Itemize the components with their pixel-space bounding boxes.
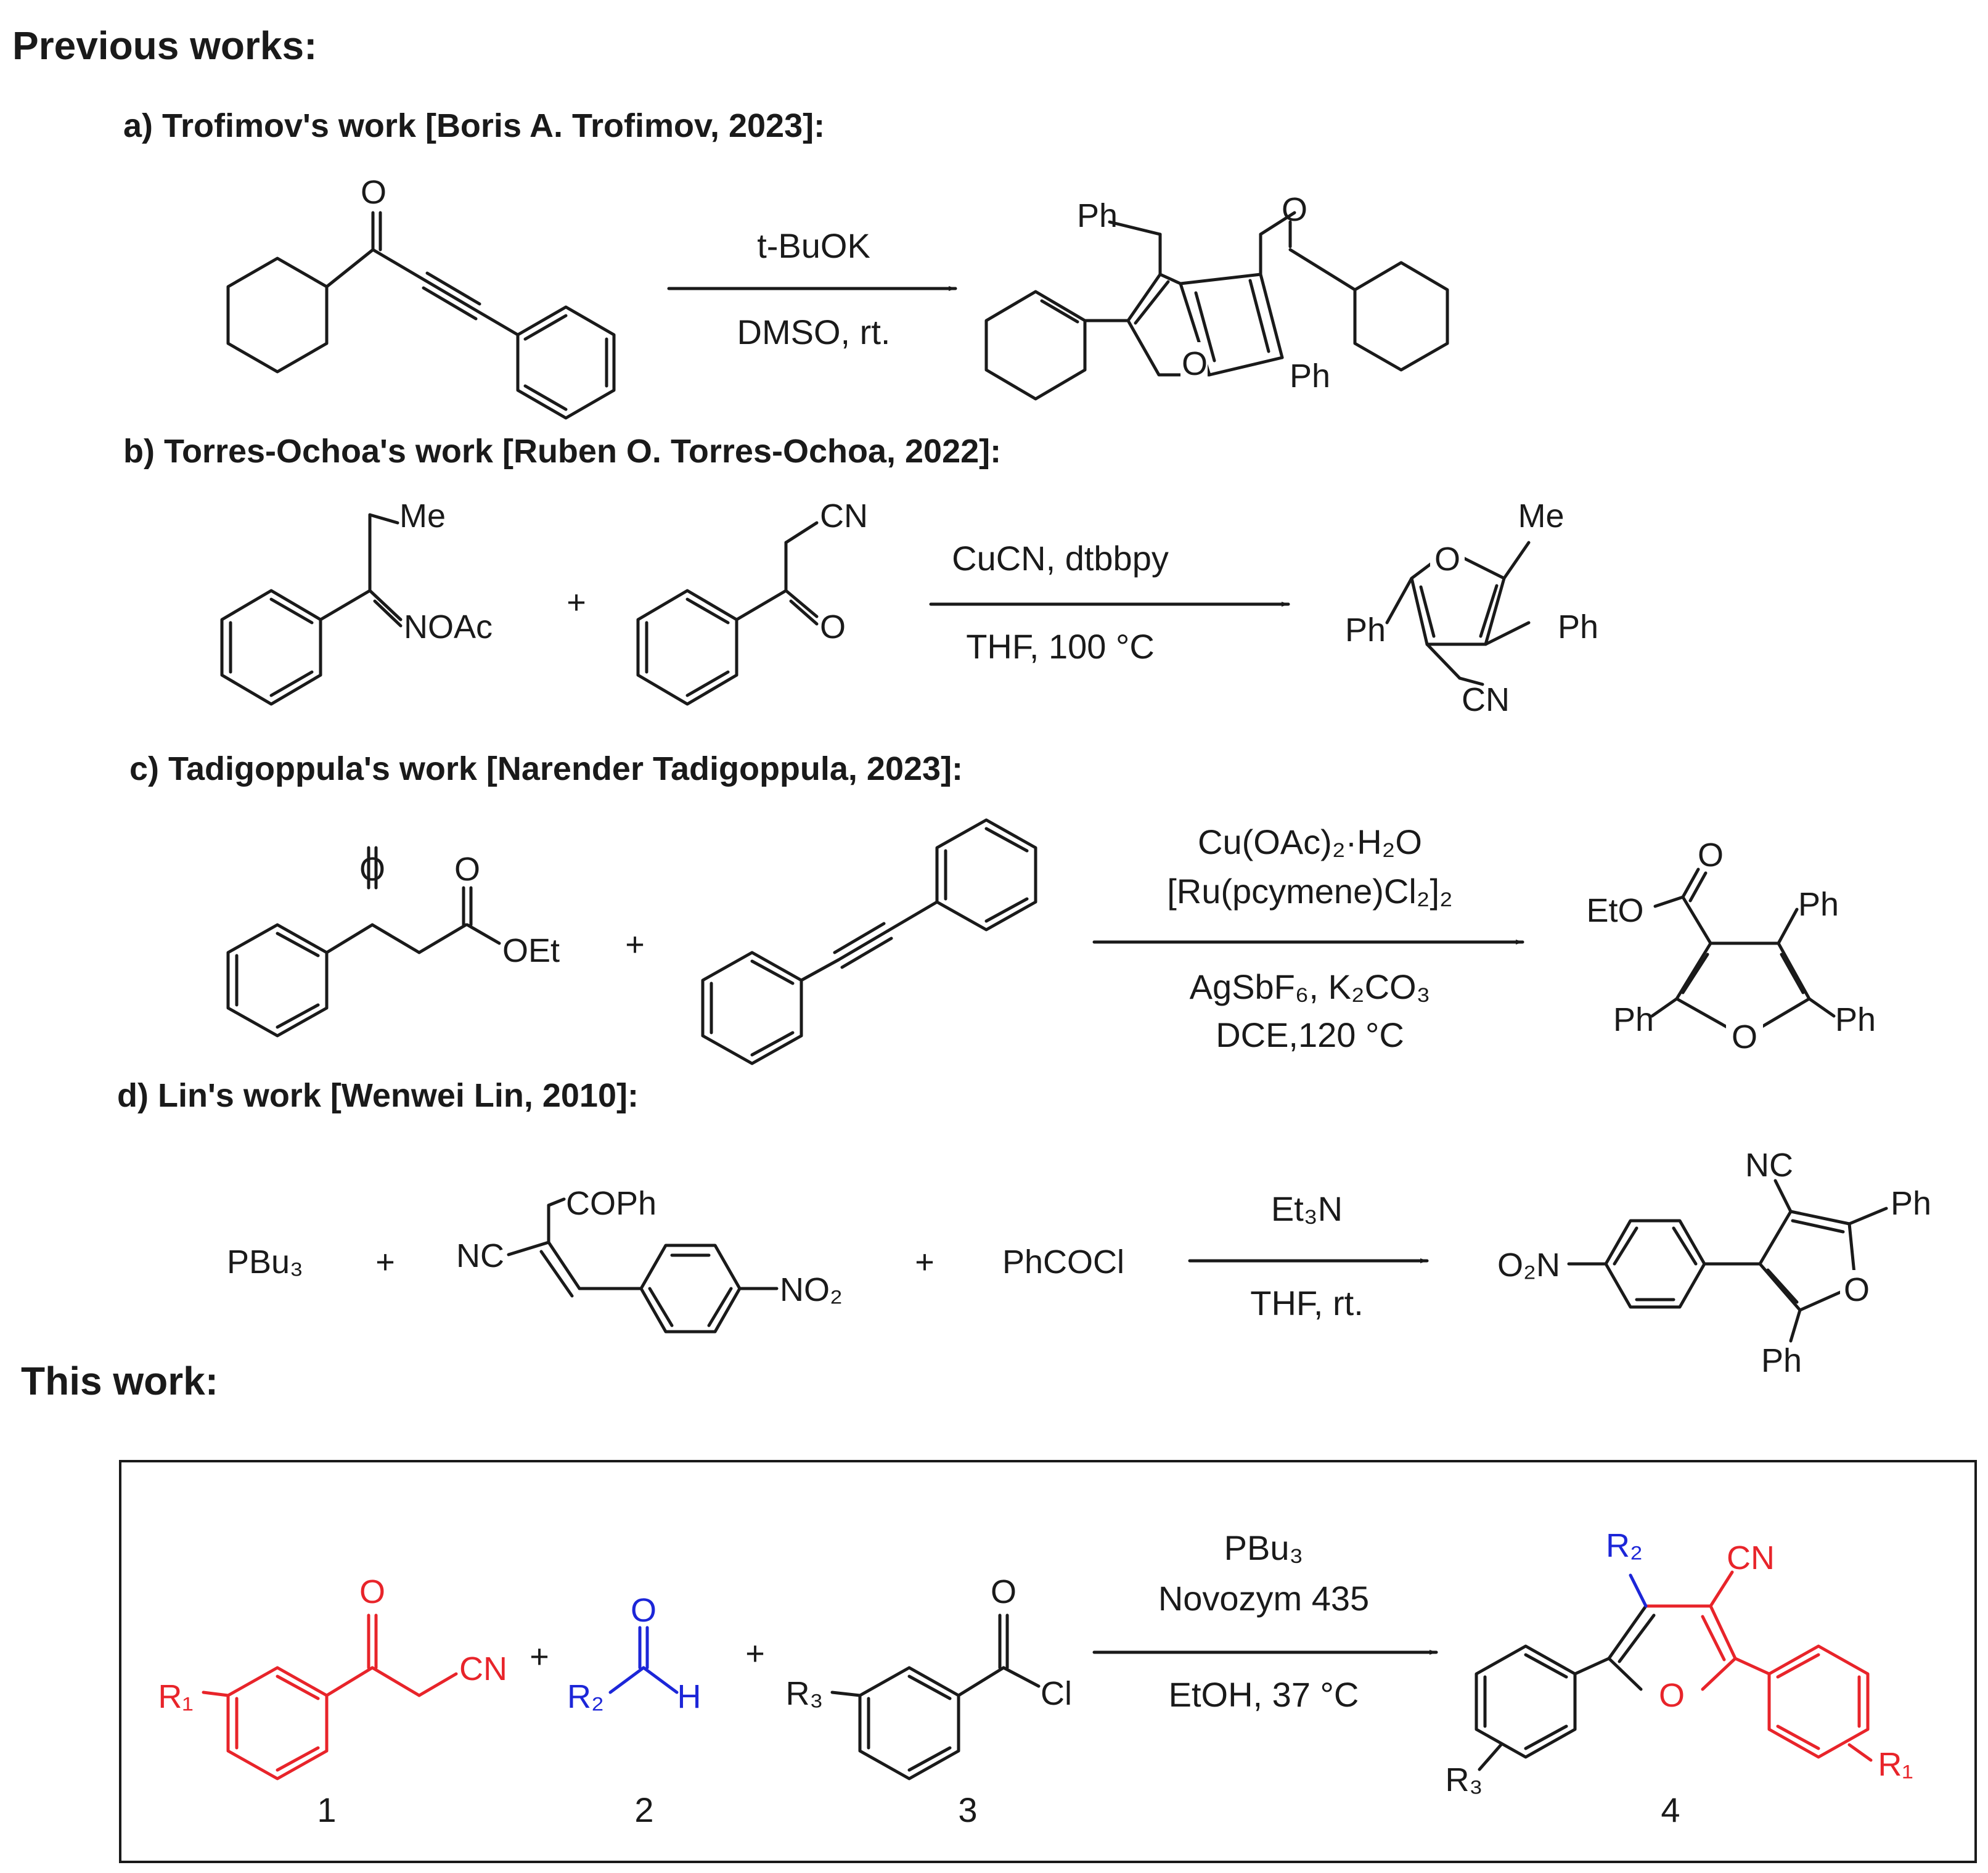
reaction-c-condition-3: AgSbF₆, K₂CO₃ [1190, 967, 1431, 1006]
atom-o: O [359, 851, 385, 888]
group-cn: CN [820, 498, 868, 535]
group-noac: NOAc [404, 609, 493, 646]
reaction-d-product: O₂N O NC Ph Ph [1497, 1147, 1931, 1379]
group-cn: CN [459, 1650, 507, 1687]
reaction-a-condition-2: DMSO, rt. [737, 313, 891, 351]
substituent-ph: Ph [1558, 609, 1598, 646]
atom-o: O [991, 1573, 1016, 1610]
substituent-ph: Ph [1761, 1342, 1802, 1379]
atom-o: O [1844, 1271, 1870, 1308]
compound-4: O R₂ CN R₃ R₁ 4 [1446, 1527, 1913, 1829]
atom-o: O [361, 174, 387, 211]
atom-o: O [359, 1573, 385, 1610]
this-work-condition-3: EtOH, 37 °C [1169, 1675, 1359, 1714]
reaction-c-condition-2: [Ru(pcymene)Cl₂]₂ [1167, 872, 1453, 911]
substituent-ph: Ph [1798, 886, 1839, 923]
compound-3: O Cl R₃ 3 [786, 1573, 1073, 1829]
reaction-a-reactant: O [226, 174, 616, 420]
substituent-r1: R₁ [158, 1678, 193, 1715]
reaction-d-title: d) Lin's work [Wenwei Lin, 2010]: [117, 1077, 639, 1114]
group-eto: EtO [1586, 892, 1643, 929]
group-cn: CN [1727, 1539, 1775, 1576]
reaction-c-condition-4: DCE,120 °C [1216, 1015, 1404, 1054]
reaction-c-condition-1: Cu(OAc)₂·H₂O [1198, 822, 1422, 861]
substituent-ph: Ph [1891, 1185, 1931, 1222]
substituent-me: Me [1518, 498, 1564, 535]
atom-o: O [820, 609, 846, 646]
compound-label-3: 3 [958, 1790, 977, 1829]
substituent-me: Me [399, 498, 446, 535]
reaction-d-condition-1: Et₃N [1271, 1189, 1343, 1228]
reaction-c-reactant-1: O O OEt [226, 846, 560, 1038]
group-nc: NC [1745, 1147, 1793, 1184]
reaction-b-condition-2: THF, 100 °C [966, 627, 1155, 666]
substituent-ph: Ph [1077, 197, 1118, 234]
atom-o: O [1698, 837, 1724, 874]
plus-sign: + [745, 1635, 765, 1672]
reaction-b-reactant-1: Me NOAc [220, 498, 493, 706]
atom-o: O [1282, 191, 1307, 228]
reaction-a-title: a) Trofimov's work [Boris A. Trofimov, 2… [123, 107, 825, 144]
compound-label-4: 4 [1661, 1790, 1680, 1829]
reaction-d: d) Lin's work [Wenwei Lin, 2010]: PBu₃ +… [117, 1077, 1931, 1379]
group-nc: NC [456, 1237, 504, 1274]
compound-2: O R₂ H 2 [567, 1592, 701, 1829]
substituent-r3: R₃ [1446, 1761, 1483, 1798]
group-no2: NO₂ [780, 1271, 843, 1308]
reagent-pbu3: PBu₃ [227, 1244, 303, 1281]
compound-label-2: 2 [634, 1790, 653, 1829]
reaction-b-product: O Me Ph Ph CN [1345, 498, 1598, 718]
previous-works-heading: Previous works: [12, 23, 317, 68]
reaction-d-reactant: NC COPh NO₂ [456, 1185, 843, 1334]
atom-o: O [454, 851, 480, 888]
plus-sign: + [915, 1244, 935, 1281]
reaction-d-condition-2: THF, rt. [1250, 1284, 1364, 1322]
group-coph: COPh [566, 1185, 657, 1222]
group-oet: OEt [502, 932, 560, 969]
reaction-b-condition-1: CuCN, dtbbpy [952, 539, 1169, 578]
group-o2n: O₂N [1497, 1247, 1560, 1284]
atom-o: O [1182, 345, 1208, 382]
this-work-condition-2: Novozym 435 [1158, 1579, 1369, 1618]
atom-cl: Cl [1041, 1675, 1072, 1712]
atom-o: O [631, 1592, 657, 1629]
plus-sign: + [567, 584, 586, 621]
plus-sign: + [530, 1638, 549, 1675]
reaction-a: a) Trofimov's work [Boris A. Trofimov, 2… [123, 107, 1449, 420]
reaction-b-reactant-2: CN O [636, 498, 868, 706]
substituent-r2: R₂ [1606, 1527, 1643, 1564]
this-work-heading: This work: [21, 1359, 218, 1403]
reaction-b: b) Torres-Ochoa's work [Ruben O. Torres-… [123, 433, 1598, 718]
reaction-c-reactant-2 [701, 818, 1037, 1065]
atom-o: O [1434, 541, 1460, 578]
compound-label-1: 1 [317, 1790, 336, 1829]
substituent-ph: Ph [1835, 1001, 1876, 1038]
atom-h: H [677, 1678, 702, 1715]
substituent-r2: R₂ [567, 1678, 604, 1715]
reaction-c: c) Tadigoppula's work [Narender Tadigopp… [129, 750, 1876, 1065]
substituent-r1: R₁ [1878, 1746, 1913, 1783]
reaction-a-product: O Ph O Ph [984, 191, 1449, 401]
plus-sign: + [375, 1244, 395, 1281]
atom-o: O [1659, 1677, 1685, 1714]
substituent-ph: Ph [1613, 1001, 1654, 1038]
this-work-condition-1: PBu₃ [1224, 1528, 1304, 1567]
reaction-c-title: c) Tadigoppula's work [Narender Tadigopp… [129, 750, 963, 787]
atom-o: O [1732, 1018, 1757, 1055]
group-cn: CN [1462, 681, 1510, 718]
substituent-r3: R₃ [786, 1675, 824, 1712]
this-work-box: O CN R₁ 1 + O R₂ H 2 + [119, 1460, 1977, 1863]
substituent-ph: Ph [1345, 612, 1386, 649]
reagent-phcocl: PhCOCl [1002, 1244, 1124, 1281]
reaction-a-condition-1: t-BuOK [757, 226, 870, 265]
reaction-b-title: b) Torres-Ochoa's work [Ruben O. Torres-… [123, 433, 1001, 470]
compound-1: O CN R₁ 1 [158, 1573, 507, 1829]
substituent-ph: Ph [1290, 358, 1330, 395]
reaction-c-product: O O EtO Ph Ph Ph [1586, 837, 1876, 1055]
plus-sign: + [625, 926, 645, 963]
